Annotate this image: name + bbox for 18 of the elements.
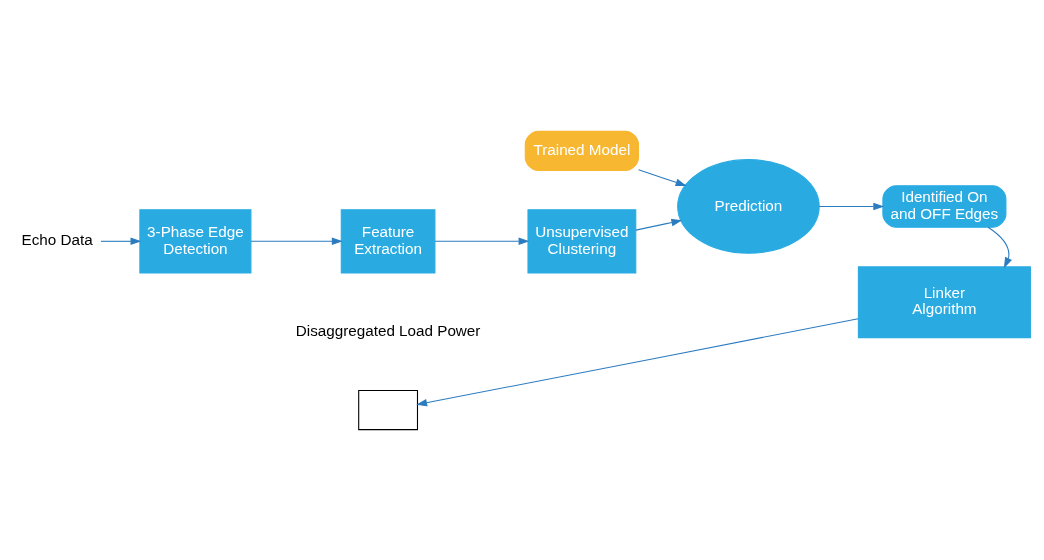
node-text: Echo Data — [21, 230, 93, 248]
arrow — [818, 202, 885, 210]
arrow — [434, 237, 530, 245]
node-box: Trained Model — [524, 130, 640, 171]
arrow — [635, 218, 683, 231]
node-ellipse: Prediction — [677, 158, 820, 254]
node-box: Unsupervised Clustering — [527, 208, 637, 273]
node-box — [358, 389, 419, 430]
arrow — [638, 168, 687, 186]
node-box: 3-Phase Edge Detection — [139, 208, 252, 273]
node-box: Linker Algorithm — [857, 265, 1031, 338]
arrow — [416, 317, 859, 406]
label: Disaggregated Load Power — [295, 321, 481, 339]
arrow — [250, 237, 343, 245]
node-box: Feature Extraction — [340, 208, 436, 273]
node-box: Identified On and OFF Edges — [882, 184, 1007, 228]
arrow — [100, 237, 142, 245]
arrow — [987, 226, 1012, 268]
